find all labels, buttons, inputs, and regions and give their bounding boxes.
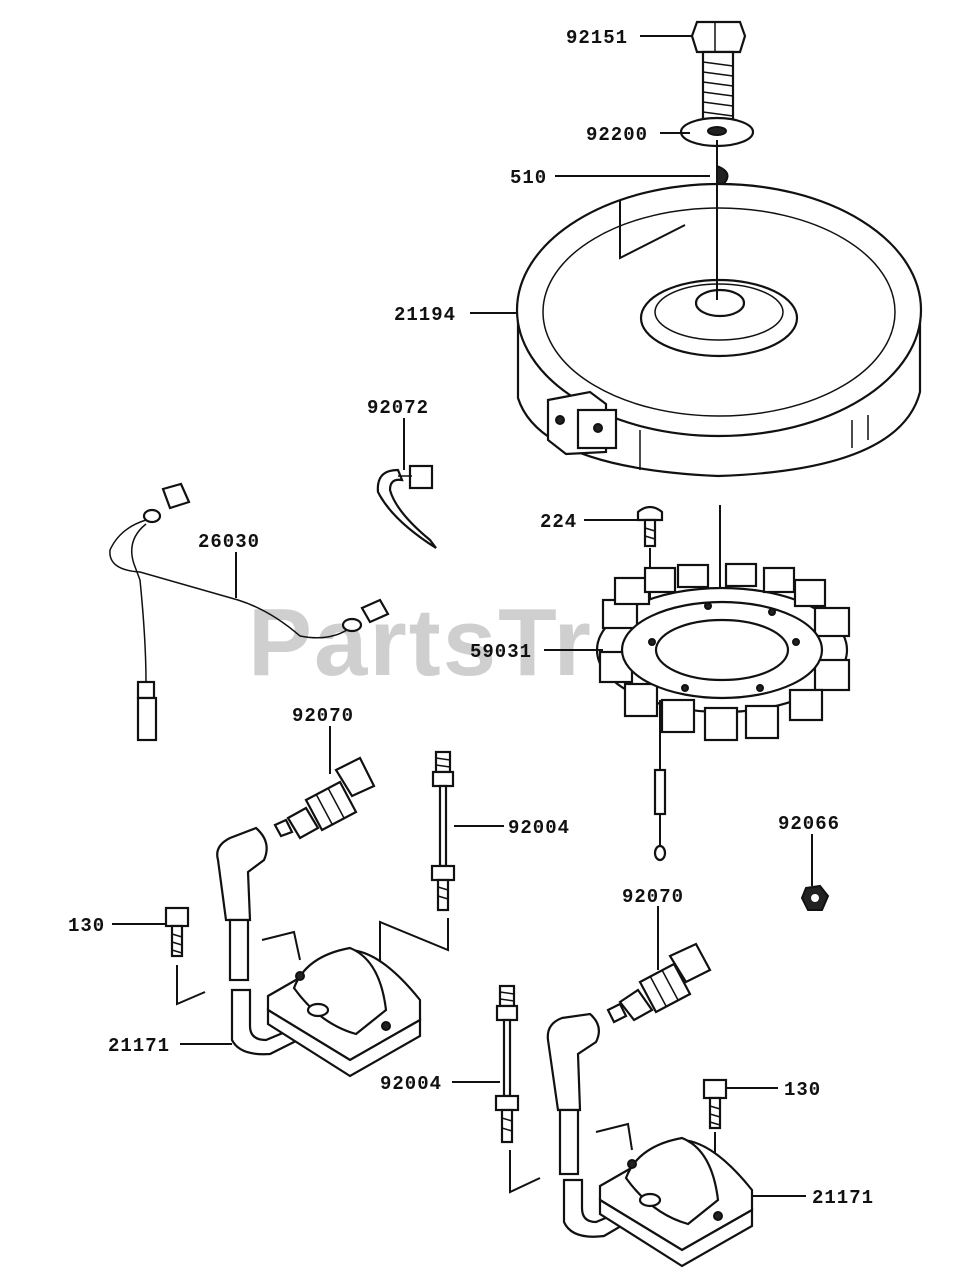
label-130-right[interactable]: 130 <box>784 1079 821 1101</box>
flywheel-bolt[interactable] <box>690 20 747 130</box>
label-92066[interactable]: 92066 <box>778 813 840 835</box>
nut[interactable] <box>800 884 830 911</box>
part-labels: 92151 92200 510 21194 92072 26030 224 59… <box>68 27 874 1209</box>
lead-wire[interactable] <box>109 482 390 742</box>
label-26030[interactable]: 26030 <box>198 531 260 553</box>
label-92200[interactable]: 92200 <box>586 124 648 146</box>
label-92072[interactable]: 92072 <box>367 397 429 419</box>
label-21171-left[interactable]: 21171 <box>108 1035 170 1057</box>
ignition-coil-left[interactable] <box>216 826 422 1078</box>
ignition-coil-right[interactable] <box>546 1012 754 1268</box>
spark-plug-upper[interactable] <box>273 756 376 840</box>
label-510[interactable]: 510 <box>510 167 547 189</box>
coil-bolt-left[interactable] <box>164 906 206 1006</box>
label-92151[interactable]: 92151 <box>566 27 628 49</box>
label-92004-upper[interactable]: 92004 <box>508 817 570 839</box>
label-130-left[interactable]: 130 <box>68 915 105 937</box>
stator[interactable] <box>595 562 851 862</box>
flywheel[interactable] <box>515 182 923 478</box>
label-92004-lower[interactable]: 92004 <box>380 1073 442 1095</box>
stud-lower[interactable] <box>494 984 541 1194</box>
leader-lines <box>112 35 813 1197</box>
label-224[interactable]: 224 <box>540 511 577 533</box>
wire-clip[interactable] <box>376 464 437 549</box>
label-92070-upper[interactable]: 92070 <box>292 705 354 727</box>
spark-plug-lower[interactable] <box>606 942 712 1024</box>
label-21194[interactable]: 21194 <box>394 304 456 326</box>
label-92070-lower[interactable]: 92070 <box>622 886 684 908</box>
label-59031[interactable]: 59031 <box>470 641 532 663</box>
label-21171-right[interactable]: 21171 <box>812 1187 874 1209</box>
